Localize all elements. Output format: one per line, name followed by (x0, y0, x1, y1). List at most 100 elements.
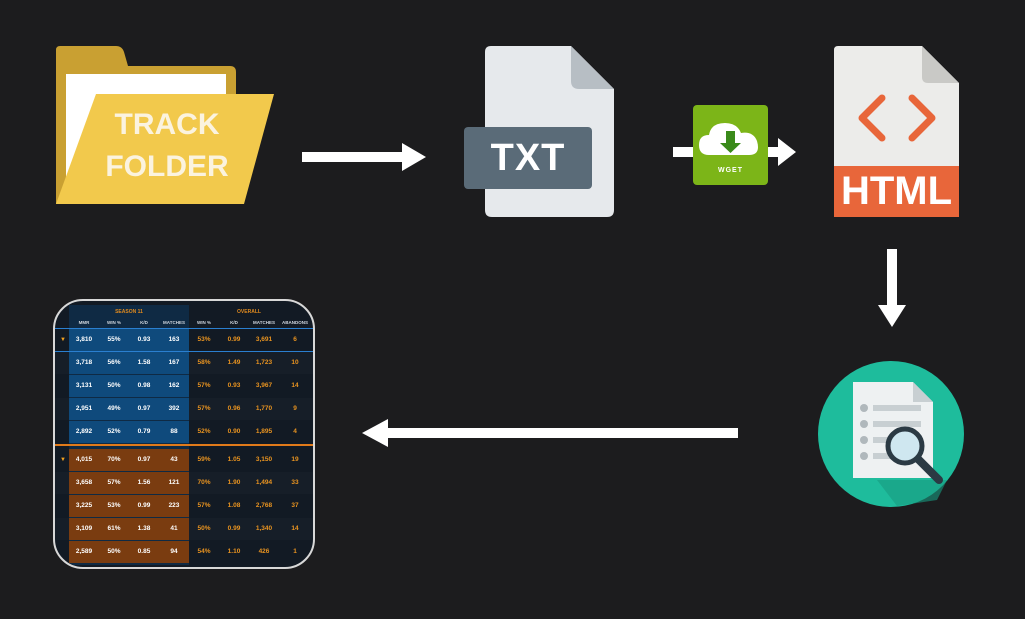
table-cell: 41 (159, 518, 189, 540)
table-cell: 37 (291, 502, 299, 509)
table-cell: 0.90 (227, 428, 241, 435)
col-header: K/D (140, 320, 148, 325)
table-cell: 14 (291, 525, 299, 532)
season-group-header: SEASON 11 (115, 309, 143, 315)
table-cell: 167 (159, 352, 189, 374)
table-cell: 0.85 (129, 541, 159, 563)
table-cell: 4,015 (69, 449, 99, 471)
table-cell: 1 (293, 548, 297, 555)
txt-label: TXT (490, 136, 566, 179)
top-rank-icon: ▼ (60, 457, 66, 463)
col-header: K/D (230, 320, 238, 325)
track-folder-line1: TRACK (114, 108, 220, 141)
table-cell: 0.93 (227, 382, 241, 389)
table-cell: 54% (197, 548, 211, 555)
table-cell: 49% (99, 398, 129, 420)
table-cell: 2,589 (69, 541, 99, 563)
table-cell: 0.99 (227, 525, 241, 532)
table-cell: 56% (99, 352, 129, 374)
code-file-icon (834, 46, 959, 217)
table-cell: 0.97 (129, 398, 159, 420)
table-cell: 33 (291, 479, 299, 486)
table-cell: 392 (159, 398, 189, 420)
table-cell: 0.99 (129, 495, 159, 517)
stats-table-panel: SEASON 11 OVERALL MMR WIN % K/D MATCHES … (53, 299, 315, 569)
table-cell: 3,131 (69, 375, 99, 397)
table-cell: 3,150 (255, 456, 273, 463)
wget-download-icon (693, 105, 768, 185)
col-header: WIN % (197, 320, 211, 325)
table-cell: 50% (99, 375, 129, 397)
arrow-right-icon (302, 143, 426, 171)
table-cell: 1.38 (129, 518, 159, 540)
track-folder-label: TRACK FOLDER (92, 104, 242, 188)
overall-group-header: OVERALL (237, 309, 261, 315)
table-cell: 55% (99, 329, 129, 351)
table-cell: 1,895 (255, 428, 273, 435)
table-cell: 0.93 (129, 329, 159, 351)
table-cell: 0.99 (227, 336, 241, 343)
document-magnifier-icon (818, 361, 964, 507)
arrow-stub-icon (673, 147, 695, 157)
table-cell: 88 (159, 421, 189, 443)
top-rank-icon: ▼ (60, 337, 66, 343)
table-cell: 163 (159, 329, 189, 351)
table-cell: 57% (99, 472, 129, 494)
table-cell: 1.90 (227, 479, 241, 486)
col-header: MMR (78, 320, 90, 325)
table-cell: 53% (197, 336, 211, 343)
col-header: MATCHES (253, 320, 275, 325)
table-cell: 1.58 (129, 352, 159, 374)
table-cell: 3,691 (255, 336, 273, 343)
table-cell: 19 (291, 456, 299, 463)
arrow-down-icon (878, 249, 906, 327)
table-cell: 57% (197, 405, 211, 412)
arrow-left-icon (362, 419, 738, 447)
table-cell: 3,109 (69, 518, 99, 540)
table-cell: 52% (197, 428, 211, 435)
table-cell: 61% (99, 518, 129, 540)
table-cell: 1.49 (227, 359, 241, 366)
table-cell: 1,494 (255, 479, 273, 486)
table-cell: 53% (99, 495, 129, 517)
table-cell: 0.97 (129, 449, 159, 471)
wget-label: WGET (718, 167, 743, 174)
table-cell: 57% (197, 382, 211, 389)
table-cell: 1,340 (255, 525, 273, 532)
table-cell: 2,768 (255, 502, 273, 509)
table-cell: 121 (159, 472, 189, 494)
table-cell: 3,718 (69, 352, 99, 374)
track-folder-line2: FOLDER (105, 150, 229, 183)
table-cell: 9 (293, 405, 297, 412)
table-cell: 0.79 (129, 421, 159, 443)
table-cell: 59% (197, 456, 211, 463)
table-cell: 4 (293, 428, 297, 435)
col-header: ABANDONS (281, 320, 308, 325)
table-cell: 162 (159, 375, 189, 397)
col-header: WIN % (107, 320, 121, 325)
table-cell: 3,225 (69, 495, 99, 517)
table-cell: 426 (258, 548, 270, 555)
table-cell: 94 (159, 541, 189, 563)
table-cell: 1,770 (255, 405, 273, 412)
table-cell: 6 (293, 336, 297, 343)
table-cell: 2,951 (69, 398, 99, 420)
table-cell: 10 (291, 359, 299, 366)
table-cell: 52% (99, 421, 129, 443)
table-cell: 50% (197, 525, 211, 532)
table-cell: 70% (197, 479, 211, 486)
table-cell: 58% (197, 359, 211, 366)
table-cell: 57% (197, 502, 211, 509)
table-cell: 3,658 (69, 472, 99, 494)
col-header: MATCHES (163, 320, 185, 325)
folder-icon (56, 46, 274, 204)
html-label: HTML (840, 168, 953, 213)
